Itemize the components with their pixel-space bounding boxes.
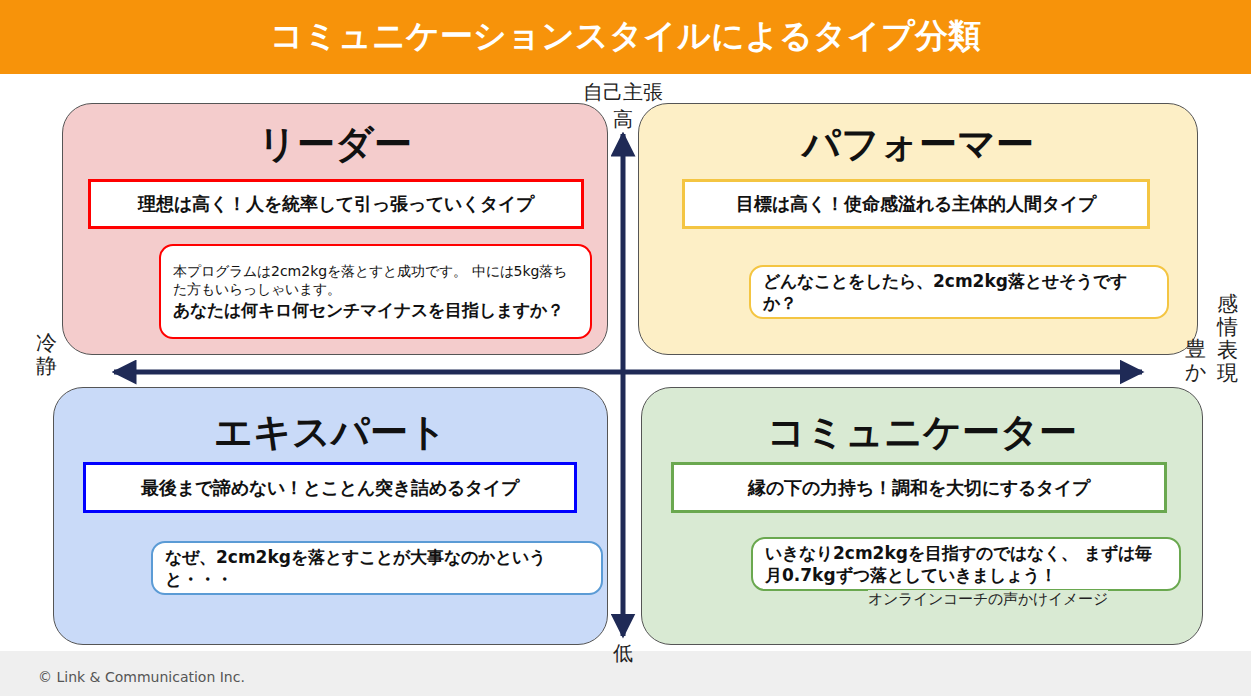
- tagline-text: 最後まで諦めない！とことん突き詰めるタイプ: [96, 477, 564, 499]
- quadrant-heading: リーダー: [63, 122, 607, 168]
- axis-label: 自己主張: [570, 79, 676, 106]
- copyright-note: © Link & Communication Inc.: [38, 669, 245, 685]
- bubble-text: あなたは何キロ何センチマイナスを目指しますか？: [173, 299, 578, 321]
- note-caption: オンラインコーチの声かけイメージ: [868, 590, 1108, 609]
- quadrant-heading: コミュニケーター: [642, 410, 1202, 456]
- axis-end-label: 高: [611, 106, 635, 133]
- speech-bubble: なぜ、2cm2kgを落とすことが大事なのかというと・・・: [151, 541, 603, 595]
- tagline-box: 理想は高く！人を統率して引っ張っていくタイプ: [88, 179, 584, 229]
- axis-label: 冷静: [36, 332, 57, 378]
- bubble-text: いきなり2cm2kgを目指すのではなく、 まずは毎月0.7kgずつ落としていきま…: [765, 542, 1167, 586]
- tagline-text: 縁の下の力持ち！調和を大切にするタイプ: [684, 477, 1154, 499]
- speech-bubble: いきなり2cm2kgを目指すのではなく、 まずは毎月0.7kgずつ落としていきま…: [751, 537, 1181, 591]
- tagline-text: 理想は高く！人を統率して引っ張っていくタイプ: [101, 193, 571, 215]
- bubble-text: どんなことをしたら、2cm2kg落とせそうですか？: [763, 270, 1155, 314]
- axis-end-label: 低: [611, 640, 635, 667]
- quadrant-box: パフォーマー目標は高く！使命感溢れる主体的人間タイプどんなことをしたら、2cm2…: [638, 103, 1198, 355]
- tagline-box: 目標は高く！使命感溢れる主体的人間タイプ: [682, 179, 1150, 229]
- tagline-text: 目標は高く！使命感溢れる主体的人間タイプ: [695, 193, 1137, 215]
- quadrant-heading: エキスパート: [54, 410, 607, 456]
- title: コミュニケーションスタイルによるタイプ分類: [0, 14, 1251, 59]
- horizontal-axis: [114, 370, 1142, 375]
- bubble-text: なぜ、2cm2kgを落とすことが大事なのかというと・・・: [165, 546, 589, 590]
- speech-bubble: 本プログラムは2cm2kgを落とすと成功です。 中には5kg落ちた方もいらっしゃ…: [159, 244, 592, 339]
- speech-bubble: どんなことをしたら、2cm2kg落とせそうですか？: [749, 265, 1169, 319]
- vertical-axis: [621, 134, 626, 636]
- bubble-text: 本プログラムは2cm2kgを落とすと成功です。 中には5kg落ちた方もいらっしゃ…: [173, 262, 578, 298]
- axis-label: 感情表現: [1217, 293, 1238, 385]
- quadrant-box: リーダー理想は高く！人を統率して引っ張っていくタイプ本プログラムは2cm2kgを…: [62, 103, 608, 355]
- axis-label: 豊か: [1185, 338, 1206, 384]
- quadrant-box: エキスパート最後まで諦めない！とことん突き詰めるタイプなぜ、2cm2kgを落とす…: [53, 387, 608, 645]
- tagline-box: 縁の下の力持ち！調和を大切にするタイプ: [671, 462, 1167, 513]
- tagline-box: 最後まで諦めない！とことん突き詰めるタイプ: [83, 462, 577, 513]
- title-bar: [0, 0, 1251, 74]
- quadrant-heading: パフォーマー: [639, 122, 1197, 168]
